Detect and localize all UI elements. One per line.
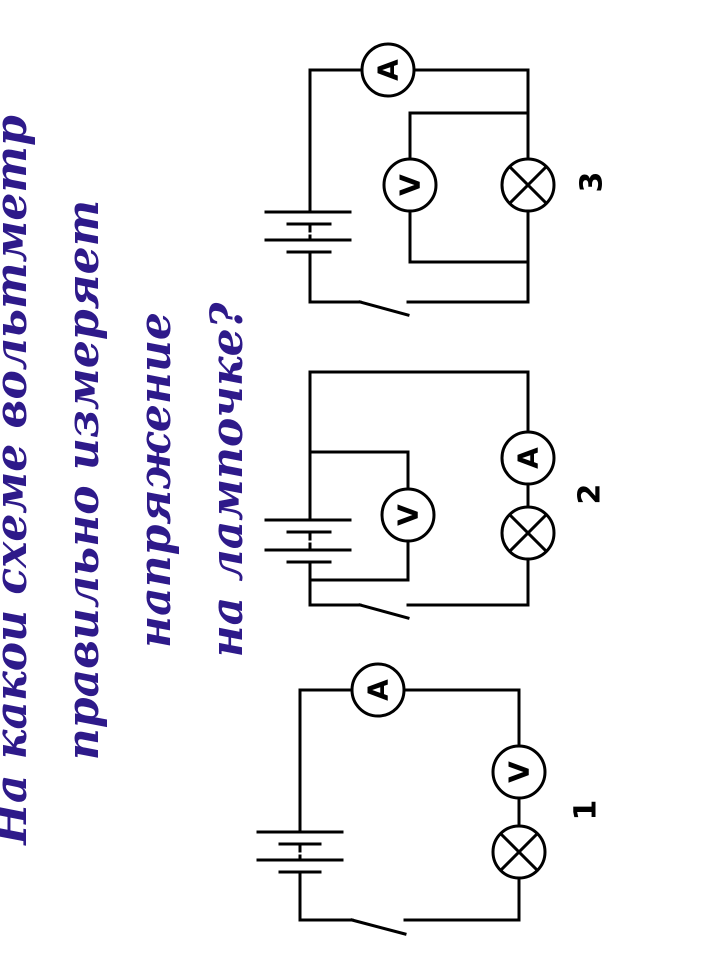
scheme-2-battery	[264, 516, 352, 582]
scheme-3-battery	[264, 198, 352, 264]
scheme-2-ammeter: A	[500, 430, 556, 486]
scheme-3-outer-wire	[308, 68, 530, 304]
scheme-2-ammeter-letter: A	[512, 447, 545, 469]
scheme-1-wire-left	[298, 882, 354, 922]
scheme-3-switch	[358, 300, 410, 317]
scheme-1-ammeter-letter: A	[362, 679, 395, 701]
scheme-3-lamp-icon	[500, 157, 556, 213]
scheme-2-voltmeter: V	[380, 487, 436, 543]
scheme-1: A V 1	[256, 662, 604, 936]
scheme-2: V A 2	[264, 370, 608, 620]
scheme-1-lamp-icon	[491, 824, 547, 880]
scheme-2-lamp-icon	[500, 505, 556, 561]
scheme-1-battery	[256, 818, 344, 886]
scheme-3: A V 3	[264, 42, 610, 317]
scheme-3-ammeter-letter: A	[372, 59, 405, 81]
scheme-2-voltmeter-letter: V	[392, 504, 425, 526]
scheme-2-switch	[358, 603, 410, 620]
scheme-3-voltmeter: V	[382, 157, 438, 213]
scheme-3-wire-left	[308, 260, 362, 304]
scheme-1-voltmeter-letter: V	[503, 761, 536, 783]
scheme-1-number: 1	[569, 800, 604, 821]
scheme-1-ammeter: A	[350, 662, 406, 718]
scheme-1-switch	[350, 918, 407, 936]
scheme-1-outer-wire	[298, 688, 521, 922]
scheme-3-number: 3	[575, 172, 610, 193]
scheme-2-number: 2	[573, 484, 608, 505]
scheme-3-voltmeter-letter: V	[394, 174, 427, 196]
scheme-2-outer-wire	[308, 370, 530, 607]
scheme-1-voltmeter: V	[491, 744, 547, 800]
scheme-3-ammeter: A	[360, 42, 416, 98]
scheme-2-wire-left	[308, 578, 362, 607]
